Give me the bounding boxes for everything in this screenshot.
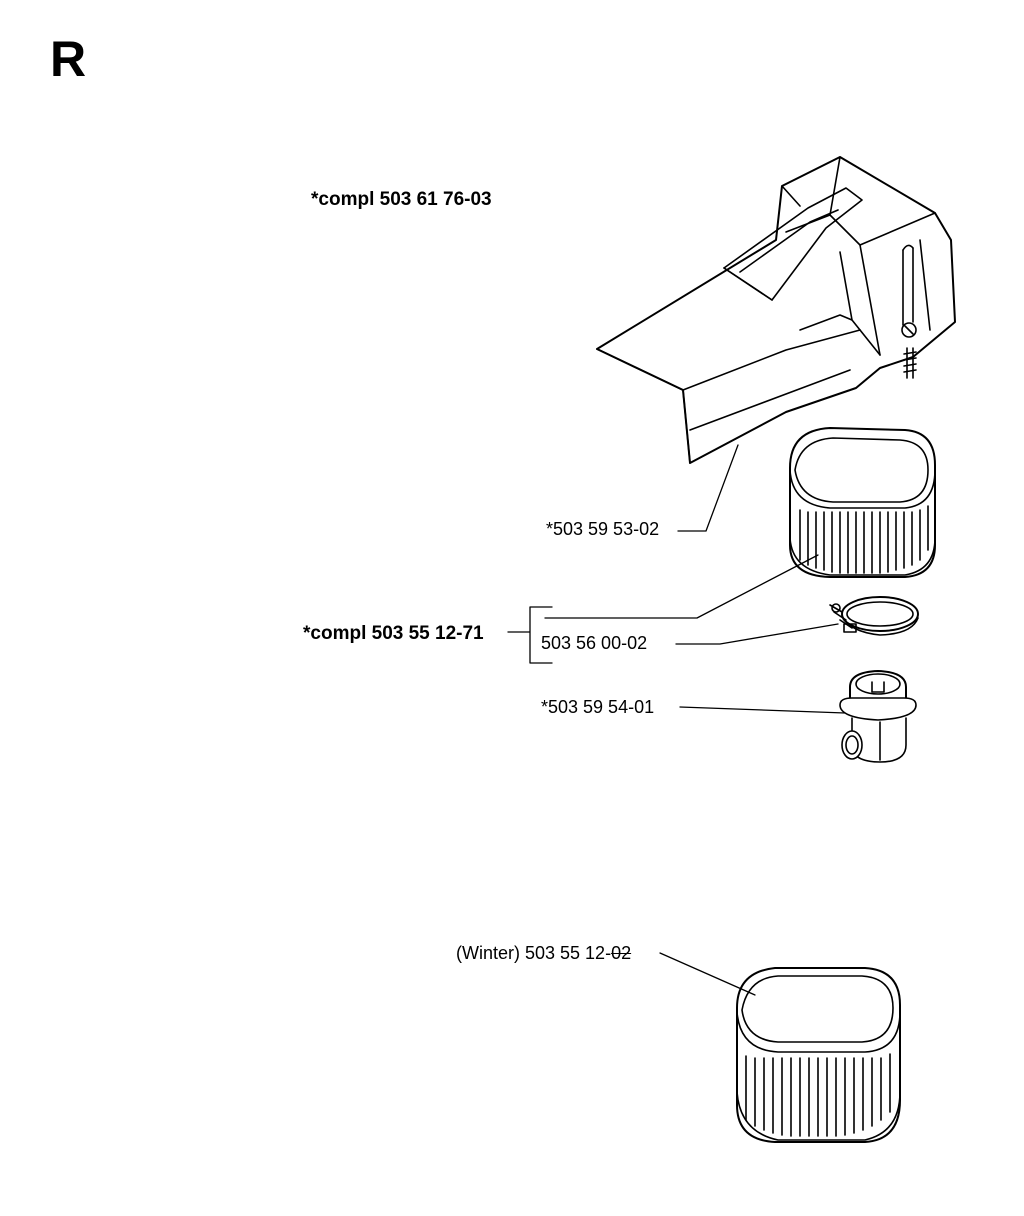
label-winter-filter: (Winter) 503 55 12-02 [456, 944, 631, 962]
leader-cover [678, 445, 738, 531]
leader-intake-adapter [680, 707, 845, 713]
air-filter [790, 428, 935, 577]
label-filter-assembly: *compl 503 55 12-71 [303, 623, 484, 644]
leader-filter [545, 555, 818, 618]
intake-adapter [840, 671, 916, 762]
leader-winter-filter [660, 953, 755, 995]
winter-air-filter [737, 968, 900, 1142]
label-cover-assembly: *compl 503 61 76-03 [311, 189, 492, 210]
label-intake-adapter: *503 59 54-01 [541, 697, 655, 717]
label-cover: *503 59 53-02 [546, 519, 660, 539]
hose-clamp [830, 597, 918, 635]
leader-lines [508, 445, 845, 995]
bracket-filter-assembly [508, 607, 552, 663]
air-filter-cover [597, 157, 955, 463]
label-winter-filter-struck: 02 [611, 943, 632, 963]
leader-clamp [676, 624, 838, 644]
label-winter-filter-text: (Winter) 503 55 12- [456, 943, 612, 963]
section-letter: R [50, 31, 87, 87]
label-clamp: 503 56 00-02 [541, 633, 648, 653]
